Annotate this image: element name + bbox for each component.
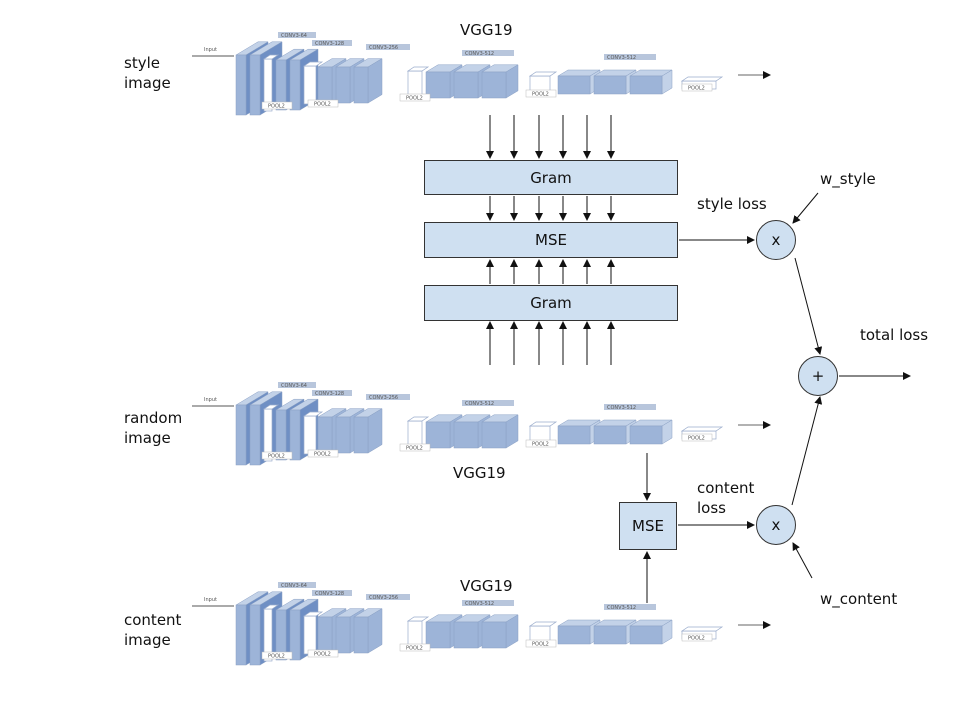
vgg-conv512b-layer-b <box>593 419 637 445</box>
vgg-tag-pool-2: POOL2 <box>314 102 331 108</box>
vgg-conv512b-layer-a <box>557 69 601 95</box>
vgg19-title-top: VGG19 <box>460 21 513 39</box>
vgg-input-label: Input <box>204 397 217 403</box>
vgg-tag-pool-3: POOL2 <box>406 646 423 652</box>
vgg19-network-random: Input CONV3-64CONV3-128CONV3-256CONV3-512… <box>192 382 771 466</box>
vgg-input-label: Input <box>204 597 217 603</box>
vgg-conv512-layer-c <box>481 614 519 649</box>
vgg-conv512b-layer-a <box>557 419 601 445</box>
vgg-tag-pool-5: POOL2 <box>688 86 705 92</box>
vgg19-network-content: Input CONV3-64CONV3-128CONV3-256CONV3-512… <box>192 582 771 666</box>
vgg-conv512b-layer-c <box>629 619 673 645</box>
vgg-tag-conv512b: CONV3-512 <box>607 55 636 61</box>
w-style-label: w_style <box>820 170 876 188</box>
vgg-pool-1 <box>262 54 280 112</box>
total-loss-label: total loss <box>860 326 929 344</box>
vgg-pool-1 <box>262 604 280 662</box>
vgg-pool-4 <box>528 621 558 645</box>
vgg-tag-conv512a: CONV3-512 <box>465 51 494 57</box>
vgg-tag-pool-1: POOL2 <box>268 104 285 110</box>
vgg-tag-conv512a: CONV3-512 <box>465 601 494 607</box>
vgg-pool-3 <box>406 616 430 650</box>
arrow-wstyle-to-multiply <box>792 192 819 224</box>
vgg-conv512-layer-c <box>481 64 519 99</box>
vgg-tag-conv128: CONV3-128 <box>315 41 344 47</box>
vgg-conv256-layer-c <box>353 408 383 454</box>
vgg-tag-conv128: CONV3-128 <box>315 591 344 597</box>
vgg-tag-pool-2: POOL2 <box>314 652 331 658</box>
vgg-tag-conv64: CONV3-64 <box>281 33 307 39</box>
vgg-tag-conv256: CONV3-256 <box>369 395 398 401</box>
vgg-tag-conv128: CONV3-128 <box>315 391 344 397</box>
vgg-pool-1 <box>262 404 280 462</box>
vgg-conv256-layer-c <box>353 58 383 104</box>
vgg-tag-conv64: CONV3-64 <box>281 583 307 589</box>
vgg-pool-4 <box>528 71 558 95</box>
vgg-tag-pool-3: POOL2 <box>406 96 423 102</box>
style-loss-label: style loss <box>697 195 767 213</box>
arrow-multiply-style-to-sum <box>794 257 823 355</box>
mse-box-content: MSE <box>619 502 677 550</box>
vgg-pool-2 <box>302 411 324 455</box>
vgg19-title-middle: VGG19 <box>453 464 506 482</box>
gram-box-style: Gram <box>424 160 678 195</box>
vgg-conv256-layer-b <box>335 58 365 104</box>
vgg-tag-pool-4: POOL2 <box>532 92 549 98</box>
multiply-style-node: x <box>756 220 796 260</box>
vgg-tag-pool-4: POOL2 <box>532 642 549 648</box>
vgg-tag-conv64: CONV3-64 <box>281 383 307 389</box>
vgg19-title-bottom: VGG19 <box>460 577 513 595</box>
mse-box-style: MSE <box>424 222 678 258</box>
vgg-conv512b-layer-c <box>629 69 673 95</box>
multiply-content-node: x <box>756 505 796 545</box>
vgg-tag-conv512b: CONV3-512 <box>607 405 636 411</box>
vgg-conv512b-layer-b <box>593 69 637 95</box>
gram-box-random: Gram <box>424 285 678 321</box>
vgg-conv512-layer-c <box>481 414 519 449</box>
vgg-conv256-layer-c <box>353 608 383 654</box>
vgg-tag-conv512a: CONV3-512 <box>465 401 494 407</box>
vgg-tag-pool-1: POOL2 <box>268 454 285 460</box>
vgg-tag-pool-4: POOL2 <box>532 442 549 448</box>
vgg-pool-2 <box>302 611 324 655</box>
vgg-conv512b-layer-b <box>593 619 637 645</box>
sum-node: + <box>798 356 838 396</box>
vgg-tag-conv256: CONV3-256 <box>369 595 398 601</box>
w-content-label: w_content <box>820 590 898 608</box>
vgg19-network-style: Input CONV3-64CONV3-128CONV3-256CONV3-512… <box>192 32 771 116</box>
arrow-multiply-content-to-sum <box>791 396 823 506</box>
vgg-tag-conv256: CONV3-256 <box>369 45 398 51</box>
vgg-tag-pool-5: POOL2 <box>688 436 705 442</box>
vgg-tag-pool-1: POOL2 <box>268 654 285 660</box>
vgg-tag-pool-3: POOL2 <box>406 446 423 452</box>
vgg-input-label: Input <box>204 47 217 53</box>
vgg-tag-pool-5: POOL2 <box>688 636 705 642</box>
vgg-conv512b-layer-a <box>557 619 601 645</box>
arrow-wcontent-to-multiply <box>792 542 813 579</box>
vgg-tag-conv512b: CONV3-512 <box>607 605 636 611</box>
vgg-conv512b-layer-c <box>629 419 673 445</box>
vgg-tag-pool-2: POOL2 <box>314 452 331 458</box>
